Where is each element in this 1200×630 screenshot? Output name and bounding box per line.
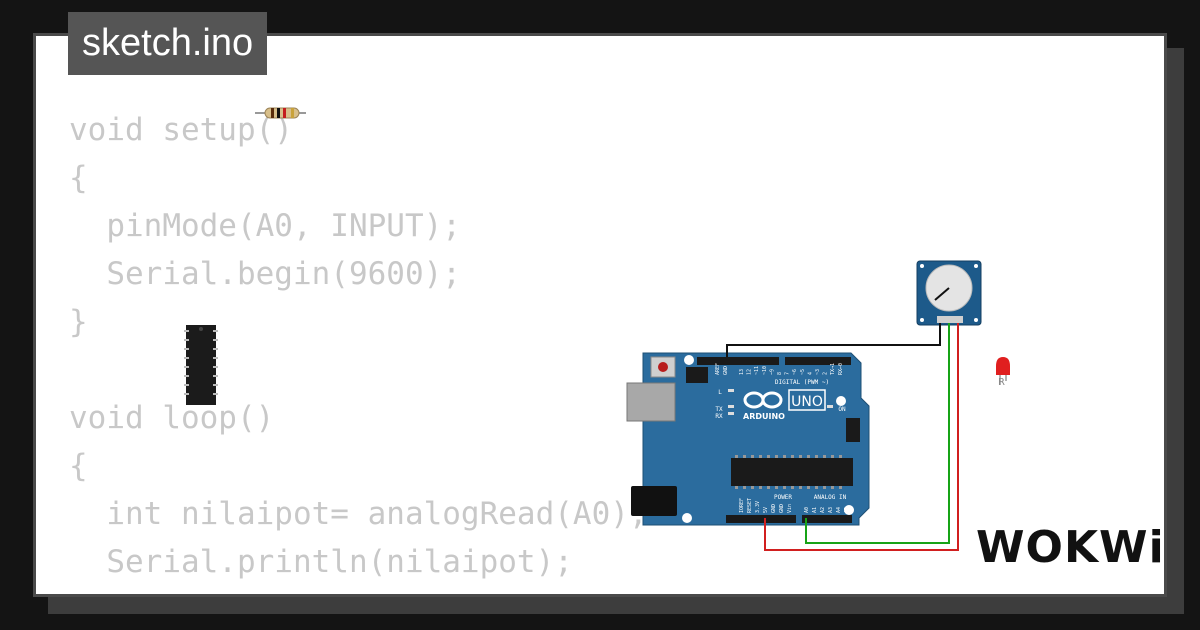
digital-pin-label: 7 [785,372,791,375]
power-pin-label: Vin [787,504,793,513]
board-model: UNO [791,394,823,410]
potentiometer[interactable] [916,260,982,326]
reset-button[interactable] [658,362,668,372]
code-line: pinMode(A0, INPUT); [69,208,461,244]
power-pin-label: 3.3V [755,501,761,513]
analog-pin-label: A4 [836,507,842,513]
arduino-infinity-icon [743,391,783,409]
digital-pin-label: ~6 [792,369,798,375]
digital-pin-label: 4 [807,372,813,375]
red-led[interactable]: R [996,357,1010,388]
board-name: ARDUINO [743,412,785,421]
digital-pin-label: ~10 [762,366,768,375]
power-label: POWER [774,494,792,501]
digital-pin-label: ~9 [769,369,775,375]
tx-label: TX [715,406,723,413]
power-jack [631,486,677,516]
wire-gnd[interactable] [726,323,941,357]
digital-pin-label: TX→1 [830,363,836,375]
preview-card: void setup() { pinMode(A0, INPUT); Serial… [33,33,1167,597]
power-pin-label: RESET [747,498,753,513]
code-line: Serial.println(nilaipot); [69,544,573,580]
file-tab[interactable]: sketch.ino [68,12,268,75]
l-label: L [718,389,722,396]
circuit-diagram: UNO ARDUINO DIGITAL (PWM ~) POWER ANALOG… [184,107,1010,551]
arduino-uno-board[interactable]: UNO ARDUINO DIGITAL (PWM ~) POWER ANALOG… [626,352,870,526]
power-pin-label: IOREF [739,498,745,513]
digital-pin-label: 12 [747,369,753,375]
ic-chip[interactable] [184,325,218,405]
digital-pin-label: ~3 [815,369,821,375]
code-line: { [69,160,88,196]
code-line: int nilaipot= analogRead(A0); [69,496,648,532]
digital-pin-label: 13 [739,369,745,375]
analog-pin-label: A5 [844,507,850,513]
digital-label: DIGITAL (PWM ~) [775,379,829,386]
code-editor: void setup() { pinMode(A0, INPUT); Serial… [69,106,648,594]
power-pin-label: GND [771,504,777,513]
wire-vcc[interactable] [764,323,959,551]
on-label: ON [838,406,846,413]
aref-label: AREF [715,363,721,375]
code-line: delay(1000); [69,586,648,594]
digital-pin-label: RX←0 [838,363,844,375]
code-line: Serial.begin(9600); [69,256,461,292]
analog-pin-label: A2 [820,507,826,513]
wokwi-logo: WOKWi [976,522,1165,573]
code-line: void loop() [69,400,275,436]
wires [726,323,959,551]
analog-pin-label: A1 [812,507,818,513]
code-line: { [69,448,88,484]
led-label: R [998,377,1005,388]
digital-pin-label: 8 [777,372,783,375]
analog-pin-label: A0 [804,507,810,513]
digital-pin-label: ~5 [800,369,806,375]
digital-pin-label: ~11 [754,366,760,375]
usb-port [626,382,676,422]
knob-indicator[interactable] [934,287,950,301]
power-pin-label: GND [779,504,785,513]
code-line: } [69,304,88,340]
rx-label: RX [715,413,723,420]
analog-pin-label: A3 [828,507,834,513]
power-pin-label: 5V [763,507,769,513]
wire-signal[interactable] [805,323,950,544]
analog-label: ANALOG IN [814,494,847,501]
digital-pin-label: 2 [823,372,829,375]
code-line: void setup() [69,112,293,148]
resistor[interactable] [255,107,306,119]
gnd-label: GND [723,366,729,375]
